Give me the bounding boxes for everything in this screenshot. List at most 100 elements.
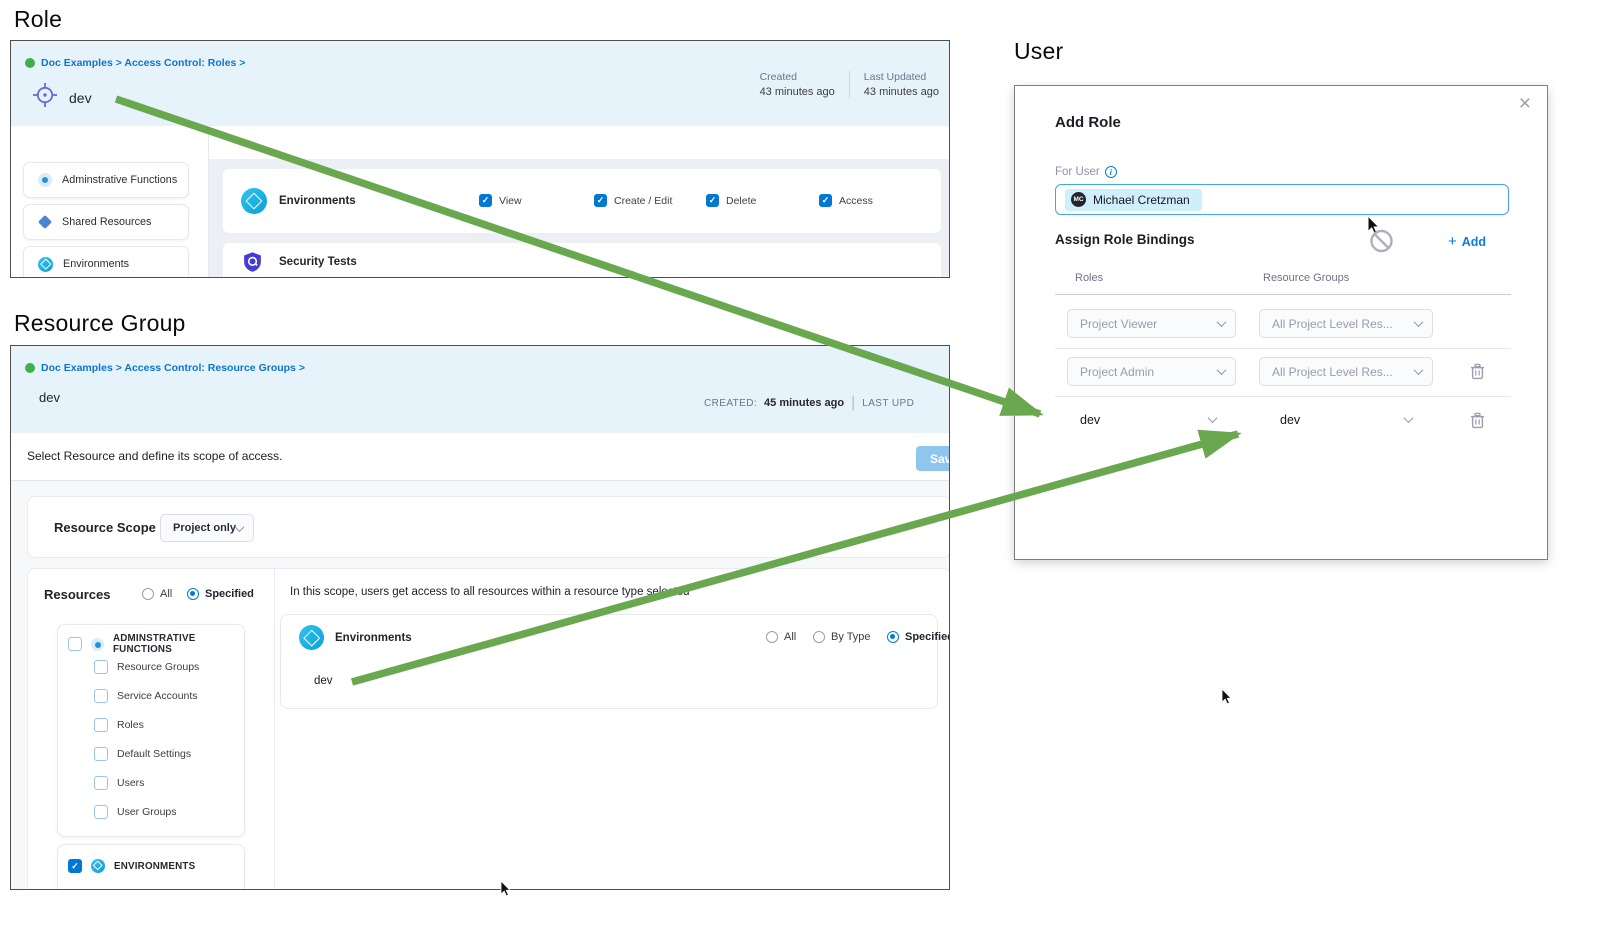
checkbox-access[interactable]: ✓ Access bbox=[819, 194, 873, 207]
checkbox-users[interactable] bbox=[94, 776, 108, 790]
row-divider bbox=[1055, 348, 1511, 349]
breadcrumb[interactable]: Doc Examples > Access Control: Resource … bbox=[25, 362, 305, 374]
meta-divider bbox=[848, 71, 850, 98]
checkbox-delete[interactable]: ✓ Delete bbox=[706, 194, 756, 207]
updated-label: Last Updated bbox=[863, 71, 927, 83]
breadcrumb[interactable]: Doc Examples > Access Control: Roles > bbox=[25, 57, 245, 69]
radio-scope-specified[interactable]: Specified bbox=[887, 631, 949, 643]
table-header-rule bbox=[1055, 294, 1511, 295]
user-name: Michael Cretzman bbox=[1093, 192, 1190, 207]
role-dropdown-project-viewer[interactable]: Project Viewer bbox=[1067, 309, 1236, 338]
close-icon[interactable]: × bbox=[1518, 92, 1531, 115]
tree-item-roles[interactable]: Roles bbox=[94, 718, 144, 732]
tree-item-default-settings[interactable]: Default Settings bbox=[94, 747, 191, 761]
resource-group-meta: CREATED: 45 minutes ago | LAST UPD bbox=[704, 394, 914, 412]
scope-description: Select Resource and define its scope of … bbox=[27, 449, 283, 463]
delete-row3-icon[interactable] bbox=[1470, 412, 1485, 429]
resource-group-dropdown-dev[interactable]: dev bbox=[1267, 405, 1423, 434]
role-meta: Created 43 minutes ago Last Updated 43 m… bbox=[760, 71, 939, 98]
add-binding-button[interactable]: + Add bbox=[1448, 233, 1487, 250]
user-input[interactable]: MC Michael Cretzman bbox=[1055, 184, 1509, 215]
chevron-down-icon bbox=[1413, 365, 1424, 376]
check-icon: ✓ bbox=[821, 195, 830, 205]
tree-item-resource-groups[interactable]: Resource Groups bbox=[94, 660, 199, 674]
role-dropdown-dev[interactable]: dev bbox=[1067, 405, 1227, 434]
permission-resource-label: Environments bbox=[279, 195, 356, 207]
radio-resources-all[interactable]: All bbox=[142, 588, 172, 600]
role-dropdown-project-admin[interactable]: Project Admin bbox=[1067, 357, 1236, 386]
user-chip[interactable]: MC Michael Cretzman bbox=[1065, 188, 1202, 211]
project-icon bbox=[25, 58, 35, 68]
created-label: CREATED: bbox=[704, 397, 758, 409]
resource-group-section-label: Resource Group bbox=[14, 310, 186, 336]
role-panel-header: Doc Examples > Access Control: Roles > d… bbox=[11, 41, 949, 126]
tree-item-service-accounts[interactable]: Service Accounts bbox=[94, 689, 198, 703]
resource-scope-dropdown[interactable]: Project only bbox=[160, 514, 254, 542]
save-button[interactable]: Save bbox=[916, 446, 949, 471]
checkbox-environments[interactable]: ✓ bbox=[68, 859, 82, 873]
for-user-label: For User i bbox=[1055, 166, 1117, 178]
radio-scope-by-type[interactable]: By Type bbox=[813, 631, 871, 643]
security-tests-icon bbox=[244, 252, 261, 272]
resource-group-dropdown-row1[interactable]: All Project Level Res... bbox=[1259, 309, 1433, 338]
checkbox-resource-groups[interactable] bbox=[94, 660, 108, 674]
column-header-resource-groups: Resource Groups bbox=[1263, 272, 1350, 284]
add-role-modal: × Add Role For User i MC Michael Cretzma… bbox=[1014, 85, 1548, 560]
sidebar-item-label: Environments bbox=[63, 258, 130, 270]
role-title: dev bbox=[69, 90, 92, 106]
permission-row-security-tests: Security Tests bbox=[223, 243, 941, 277]
assign-role-bindings-label: Assign Role Bindings bbox=[1055, 232, 1195, 247]
checkbox-administrative-functions[interactable] bbox=[68, 637, 82, 651]
environments-scope-card: Environments All By Type Specified dev bbox=[280, 614, 949, 709]
environments-icon bbox=[299, 625, 324, 650]
tree-item-users[interactable]: Users bbox=[94, 776, 144, 790]
administrative-functions-icon bbox=[91, 637, 104, 651]
role-section-label: Role bbox=[14, 6, 63, 32]
column-header-roles: Roles bbox=[1075, 272, 1104, 284]
environments-icon bbox=[38, 256, 53, 272]
scope-selected-resource: dev bbox=[314, 675, 333, 687]
tree-item-environments[interactable]: ✓ ENVIRONMENTS bbox=[68, 859, 195, 873]
permission-resource-label: Security Tests bbox=[279, 256, 357, 268]
resource-group-header: Doc Examples > Access Control: Resource … bbox=[11, 346, 949, 433]
checkbox-roles[interactable] bbox=[94, 718, 108, 732]
breadcrumb-text[interactable]: Doc Examples > Access Control: Resource … bbox=[41, 362, 305, 374]
checkbox-service-accounts[interactable] bbox=[94, 689, 108, 703]
meta-divider: | bbox=[851, 394, 856, 411]
row-divider bbox=[1055, 396, 1511, 397]
tree-item-user-groups[interactable]: User Groups bbox=[94, 805, 177, 819]
check-icon: ✓ bbox=[71, 860, 79, 871]
resource-scope-card: Resource Scope Project only bbox=[27, 496, 949, 558]
checkbox-user-groups[interactable] bbox=[94, 805, 108, 819]
sidebar-item-environments[interactable]: Environments bbox=[23, 246, 189, 277]
checkbox-create-edit[interactable]: ✓ Create / Edit bbox=[594, 194, 672, 207]
scope-section: Resource Scope Project only Resources Al… bbox=[11, 481, 949, 889]
user-section-label: User bbox=[1014, 38, 1064, 64]
created-value: 45 minutes ago bbox=[764, 397, 845, 409]
resource-group-panel: Doc Examples > Access Control: Resource … bbox=[10, 345, 950, 890]
breadcrumb-text[interactable]: Doc Examples > Access Control: Roles > bbox=[41, 57, 246, 69]
sidebar-item-shared-resources[interactable]: Shared Resources bbox=[23, 204, 189, 240]
info-icon[interactable]: i bbox=[1104, 166, 1117, 178]
checkbox-view[interactable]: ✓ View bbox=[479, 194, 522, 207]
radio-resources-specified[interactable]: Specified bbox=[187, 588, 254, 600]
check-icon: ✓ bbox=[481, 195, 490, 205]
permission-row-environments: Environments ✓ View ✓ Create / Edit ✓ De… bbox=[223, 169, 941, 233]
environments-item-card: ✓ ENVIRONMENTS bbox=[57, 844, 245, 889]
delete-row2-icon[interactable] bbox=[1470, 363, 1485, 380]
chevron-down-icon bbox=[1216, 317, 1227, 328]
resource-group-dropdown-row2[interactable]: All Project Level Res... bbox=[1259, 357, 1433, 386]
role-target-icon bbox=[33, 83, 57, 107]
resources-label: Resources bbox=[44, 587, 111, 602]
sidebar-item-administrative-functions[interactable]: Adminstrative Functions bbox=[23, 162, 189, 198]
chevron-down-icon bbox=[1216, 365, 1227, 376]
radio-scope-all[interactable]: All bbox=[766, 631, 796, 643]
updated-value: 43 minutes ago bbox=[863, 86, 939, 98]
resources-card: Resources All Specified ADMINSTRATIVE FU… bbox=[27, 568, 949, 889]
role-panel: Doc Examples > Access Control: Roles > d… bbox=[10, 40, 950, 278]
environments-icon bbox=[91, 859, 105, 873]
checkbox-default-settings[interactable] bbox=[94, 747, 108, 761]
tree-parent-administrative-functions[interactable]: ADMINSTRATIVE FUNCTIONS bbox=[68, 633, 244, 655]
check-icon: ✓ bbox=[596, 195, 605, 205]
